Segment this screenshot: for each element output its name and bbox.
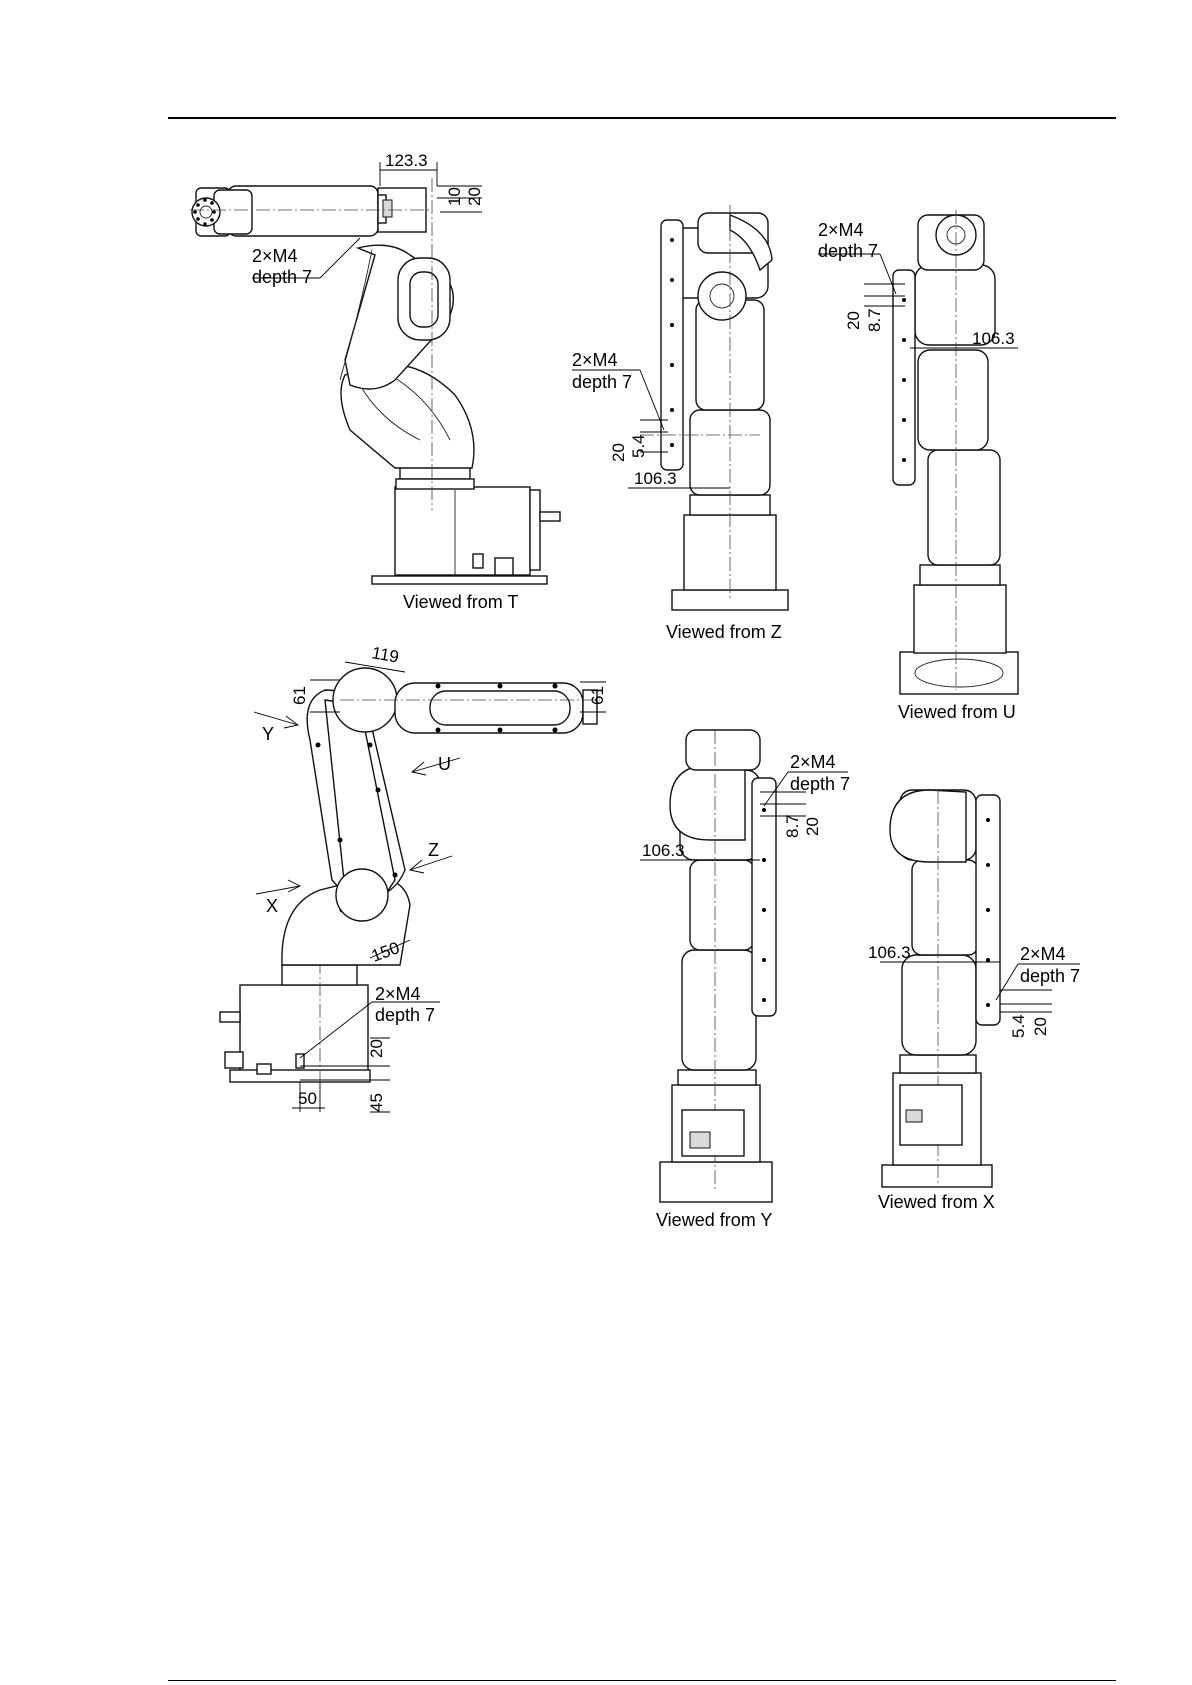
view-t: 123.3 10 20 2×M4 depth 7 Viewed from T [190, 151, 560, 612]
arrow-y: Y [254, 712, 298, 744]
side-dim-20: 20 [367, 1039, 386, 1058]
t-tap-line2: depth 7 [252, 267, 312, 287]
z-tap-line2: depth 7 [572, 372, 632, 392]
side-arrow-z-label: Z [428, 840, 439, 860]
x-dim-106: 106.3 [868, 943, 911, 962]
u-dim-106: 106.3 [972, 329, 1015, 348]
u-tap-line1: 2×M4 [818, 220, 864, 240]
side-dim-61-left: 61 [290, 686, 309, 705]
t-dim-123: 123.3 [385, 151, 428, 170]
u-dim-20: 20 [844, 311, 863, 330]
y-tap-line1: 2×M4 [790, 752, 836, 772]
u-caption: Viewed from U [898, 702, 1016, 722]
x-dim-20: 20 [1031, 1017, 1050, 1036]
x-caption: Viewed from X [878, 1192, 995, 1212]
arrow-u: U [412, 754, 460, 775]
view-side: 119 61 61 150 2×M4 depth 7 20 45 50 Y [220, 643, 607, 1112]
t-dim-10: 10 [445, 187, 464, 206]
view-u: 20 8.7 106.3 2×M4 depth 7 Viewed from U [818, 210, 1018, 722]
z-dim-20: 20 [609, 443, 628, 462]
side-tap-line2: depth 7 [375, 1005, 435, 1025]
x-tap-line1: 2×M4 [1020, 944, 1066, 964]
z-tap-line1: 2×M4 [572, 350, 618, 370]
y-tap-line2: depth 7 [790, 774, 850, 794]
t-dim-20: 20 [465, 187, 484, 206]
arrow-z: Z [410, 840, 452, 873]
y-dim-20: 20 [803, 817, 822, 836]
y-caption: Viewed from Y [656, 1210, 772, 1230]
z-dim-106: 106.3 [634, 469, 677, 488]
side-tap-line1: 2×M4 [375, 984, 421, 1004]
side-dim-45: 45 [367, 1093, 386, 1112]
t-caption: Viewed from T [403, 592, 518, 612]
side-arrow-u-label: U [438, 754, 451, 774]
z-caption: Viewed from Z [666, 622, 782, 642]
side-arrow-y-label: Y [262, 724, 274, 744]
side-dim-61-right: 61 [588, 686, 607, 705]
view-y: 8.7 20 106.3 2×M4 depth 7 Viewed from Y [640, 730, 850, 1230]
side-arrow-x-label: X [266, 896, 278, 916]
side-dim-119: 119 [370, 643, 400, 666]
x-tap-line2: depth 7 [1020, 966, 1080, 986]
view-z: 20 5.4 106.3 2×M4 depth 7 Viewed from Z [572, 205, 788, 642]
side-dim-50: 50 [298, 1089, 317, 1108]
y-dim-8-7: 8.7 [783, 814, 802, 838]
t-tap-line1: 2×M4 [252, 246, 298, 266]
x-dim-5-4: 5.4 [1009, 1014, 1028, 1038]
y-dim-106: 106.3 [642, 841, 685, 860]
u-tap-line2: depth 7 [818, 241, 878, 261]
view-x: 106.3 5.4 20 2×M4 depth 7 Viewed from X [868, 790, 1080, 1212]
u-dim-8-7: 8.7 [865, 308, 884, 332]
z-dim-5-4: 5.4 [629, 434, 648, 458]
